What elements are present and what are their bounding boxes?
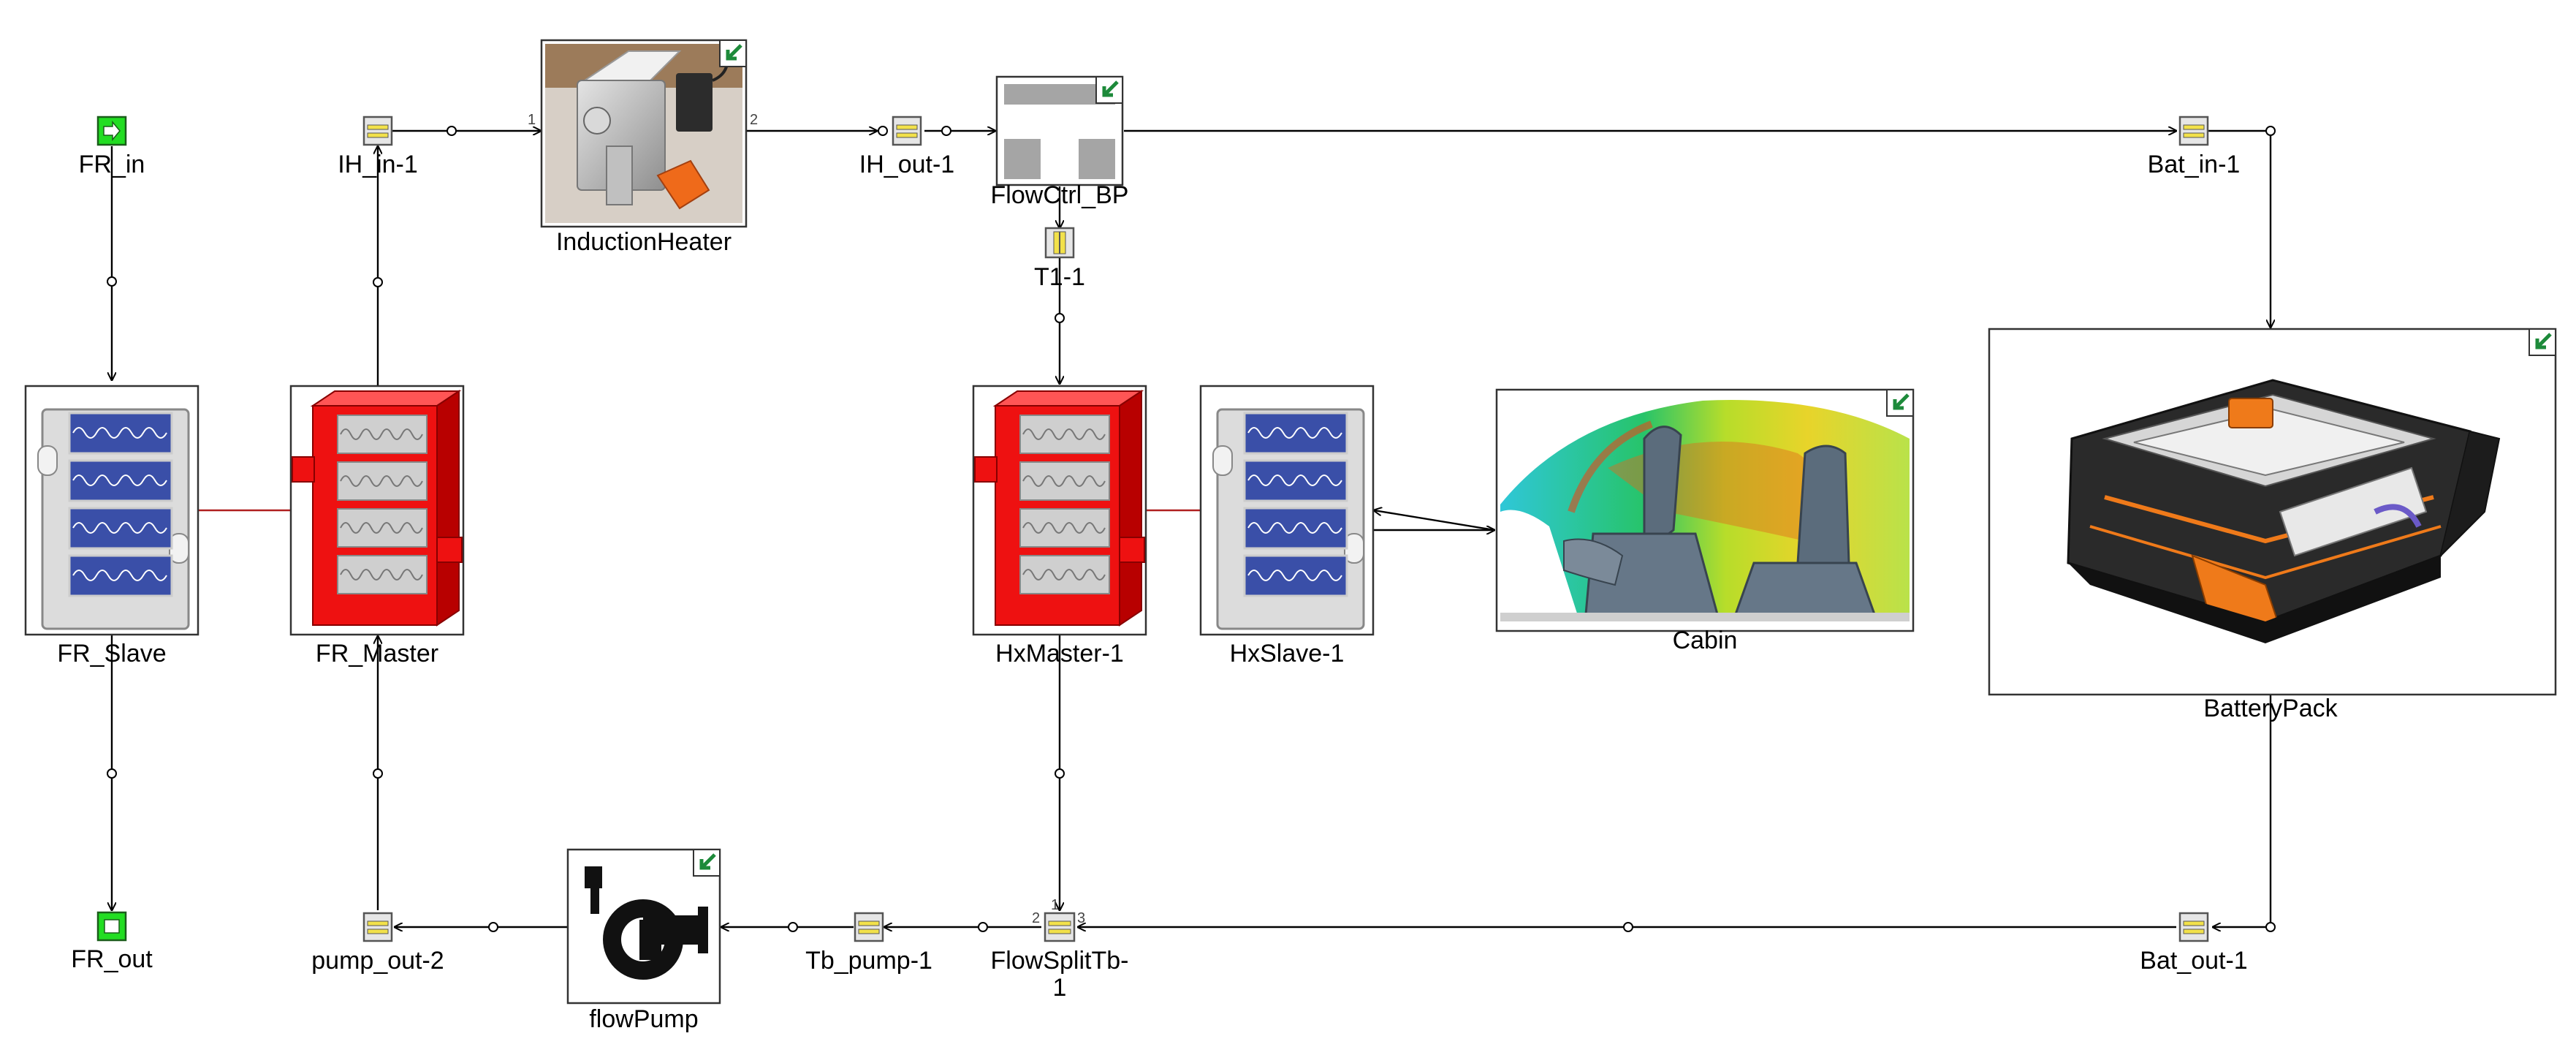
split-pin-3: 3 bbox=[1077, 910, 1085, 926]
ih-out-label: IH_out-1 bbox=[859, 151, 954, 178]
master-exchanger-icon bbox=[974, 390, 1145, 627]
wire-node bbox=[373, 277, 383, 287]
hx-master-label: HxMaster-1 bbox=[995, 640, 1124, 668]
wire-node bbox=[373, 768, 383, 779]
split-pin-1: 1 bbox=[1051, 897, 1059, 913]
corner-arrow-icon[interactable] bbox=[693, 849, 721, 877]
pump-out-port[interactable]: pump_out-2 bbox=[311, 912, 444, 975]
wire-node bbox=[2265, 126, 2276, 136]
wire-node bbox=[941, 126, 951, 136]
bat-in-label: Bat_in-1 bbox=[2148, 151, 2241, 178]
green-port-icon bbox=[96, 116, 127, 146]
corner-arrow-icon[interactable] bbox=[1886, 389, 1914, 417]
fr-in-port[interactable]: FR_in bbox=[79, 116, 145, 178]
fr-slave-label: FR_Slave bbox=[57, 640, 166, 668]
heater-pin-2: 2 bbox=[750, 112, 758, 128]
heater-pin-1: 1 bbox=[528, 112, 536, 128]
fr-out-port[interactable]: FR_out bbox=[71, 911, 153, 973]
yellow-port-icon bbox=[2178, 116, 2209, 146]
wire-battery-to-bat-out[interactable] bbox=[2213, 695, 2272, 927]
tb-pump-port[interactable]: Tb_pump-1 bbox=[805, 912, 932, 975]
pump-out-label: pump_out-2 bbox=[311, 947, 444, 975]
flow-ctrl-valve[interactable]: FlowCtrl_BP bbox=[991, 75, 1129, 209]
hx-slave-exchanger[interactable]: HxSlave-1 bbox=[1199, 385, 1375, 668]
bat-in-port[interactable]: Bat_in-1 bbox=[2148, 116, 2241, 178]
corner-arrow-icon[interactable] bbox=[1095, 76, 1123, 104]
hx-slave-label: HxSlave-1 bbox=[1230, 640, 1345, 668]
wire-node bbox=[978, 922, 988, 932]
wire-node bbox=[107, 768, 117, 779]
induction-heater-photo bbox=[545, 44, 742, 223]
bat-out-label: Bat_out-1 bbox=[2140, 947, 2247, 975]
yellow-port-icon bbox=[362, 116, 393, 146]
split-pin-2: 2 bbox=[1032, 910, 1040, 926]
corner-arrow-icon[interactable] bbox=[2528, 328, 2556, 356]
flow-split-label: FlowSplitTb- bbox=[991, 947, 1129, 975]
fr-slave-exchanger[interactable]: FR_Slave bbox=[24, 385, 200, 668]
yellow-port-icon bbox=[2178, 912, 2209, 942]
wire-cabin-to-hxslave[interactable] bbox=[1374, 510, 1495, 532]
induction-heater[interactable]: 1 2 InductionHeater bbox=[528, 39, 758, 256]
splitter-icon bbox=[1044, 912, 1076, 942]
battery-pack[interactable]: BatteryPack bbox=[1988, 328, 2557, 722]
t1-sensor[interactable]: T1-1 bbox=[1034, 227, 1085, 291]
ih-in-port[interactable]: IH_in-1 bbox=[338, 116, 418, 178]
ih-in-label: IH_in-1 bbox=[338, 151, 418, 178]
fr-master-exchanger[interactable]: FR_Master bbox=[289, 385, 465, 668]
wire-node bbox=[447, 126, 457, 136]
wire-node bbox=[788, 922, 798, 932]
flow-ctrl-label: FlowCtrl_BP bbox=[991, 181, 1129, 209]
tb-pump-label: Tb_pump-1 bbox=[805, 947, 932, 975]
pump-icon bbox=[585, 866, 708, 980]
ih-out-port[interactable]: IH_out-1 bbox=[859, 116, 954, 178]
wire-node bbox=[1623, 922, 1633, 932]
wire-node bbox=[107, 276, 117, 287]
battery-pack-label: BatteryPack bbox=[2203, 695, 2338, 722]
yellow-port-icon bbox=[362, 912, 393, 942]
slave-exchanger-icon bbox=[37, 408, 190, 630]
cabin-model[interactable]: Cabin bbox=[1495, 388, 1915, 654]
slave-exchanger-icon bbox=[1212, 408, 1365, 630]
wire-node bbox=[2265, 922, 2276, 932]
fr-out-label: FR_out bbox=[71, 945, 153, 973]
flow-pump[interactable]: flowPump bbox=[566, 848, 721, 1033]
fr-in-label: FR_in bbox=[79, 151, 145, 178]
battery-pack-image bbox=[2067, 379, 2501, 643]
wire-node bbox=[488, 922, 498, 932]
wire-nodes bbox=[107, 126, 2276, 932]
yellow-port-icon bbox=[892, 116, 922, 146]
flow-split-junction[interactable]: 1 2 3 FlowSplitTb- 1 bbox=[991, 897, 1129, 1002]
induction-heater-label: InductionHeater bbox=[556, 228, 732, 256]
cabin-label: Cabin bbox=[1673, 627, 1738, 654]
fr-master-label: FR_Master bbox=[316, 640, 438, 668]
green-port-icon bbox=[96, 911, 127, 942]
bat-out-port[interactable]: Bat_out-1 bbox=[2140, 912, 2248, 975]
t1-label: T1-1 bbox=[1034, 263, 1085, 291]
master-exchanger-icon bbox=[292, 390, 463, 627]
wire-node bbox=[1055, 313, 1065, 323]
cabin-cfd-image bbox=[1500, 393, 1910, 621]
wire-node bbox=[1055, 768, 1065, 779]
yellow-port-icon bbox=[854, 912, 884, 942]
flow-split-label-2: 1 bbox=[1053, 974, 1067, 1002]
wire-node bbox=[878, 126, 888, 136]
hx-master-exchanger[interactable]: HxMaster-1 bbox=[972, 385, 1147, 668]
flow-pump-label: flowPump bbox=[589, 1005, 698, 1033]
corner-arrow-icon[interactable] bbox=[719, 39, 747, 67]
